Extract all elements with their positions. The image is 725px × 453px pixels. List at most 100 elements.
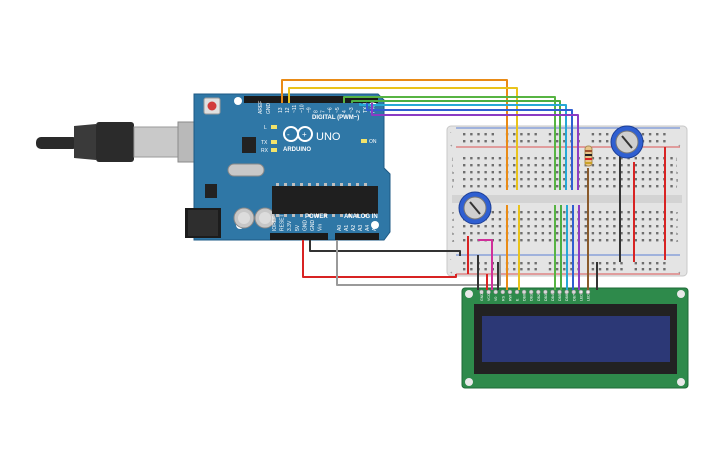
rail-hole[interactable] bbox=[648, 268, 652, 271]
breadboard-hole[interactable] bbox=[570, 211, 573, 214]
rail-hole[interactable] bbox=[548, 133, 552, 136]
breadboard-hole[interactable] bbox=[477, 185, 480, 188]
rail-hole[interactable] bbox=[534, 140, 537, 143]
breadboard-hole[interactable] bbox=[541, 164, 545, 167]
breadboard-hole[interactable] bbox=[570, 232, 573, 235]
lcd-pin[interactable] bbox=[479, 289, 484, 295]
breadboard-hole[interactable] bbox=[563, 171, 566, 174]
breadboard-hole[interactable] bbox=[634, 171, 637, 174]
breadboard-hole[interactable] bbox=[563, 185, 566, 188]
breadboard-hole[interactable] bbox=[634, 232, 637, 235]
lcd-pin[interactable] bbox=[514, 289, 520, 295]
breadboard-hole[interactable] bbox=[555, 232, 559, 235]
wire-gray-a0[interactable] bbox=[336, 240, 501, 286]
breadboard-hole[interactable] bbox=[527, 232, 530, 235]
breadboard-hole[interactable] bbox=[563, 157, 566, 160]
breadboard-hole[interactable] bbox=[606, 218, 609, 221]
breadboard-hole[interactable] bbox=[541, 211, 545, 214]
breadboard-hole[interactable] bbox=[670, 178, 673, 181]
breadboard-hole[interactable] bbox=[627, 211, 630, 214]
breadboard-hole[interactable] bbox=[627, 225, 630, 228]
breadboard-hole[interactable] bbox=[620, 232, 623, 235]
breadboard-hole[interactable] bbox=[563, 211, 566, 214]
breadboard-hole[interactable] bbox=[598, 239, 602, 242]
breadboard-hole[interactable] bbox=[484, 178, 487, 181]
breadboard-hole[interactable] bbox=[491, 232, 494, 235]
lcd-pin[interactable] bbox=[550, 289, 555, 295]
breadboard-hole[interactable] bbox=[627, 185, 630, 188]
rail-hole[interactable] bbox=[663, 140, 666, 143]
breadboard-hole[interactable] bbox=[527, 171, 530, 174]
breadboard-hole[interactable] bbox=[613, 239, 616, 242]
rail-hole[interactable] bbox=[641, 133, 645, 136]
rail-hole[interactable] bbox=[470, 268, 473, 271]
rail-hole[interactable] bbox=[591, 140, 595, 143]
breadboard-hole[interactable] bbox=[656, 225, 659, 228]
breadboard-hole[interactable] bbox=[520, 157, 523, 160]
breadboard-hole[interactable] bbox=[527, 211, 530, 214]
rail-hole[interactable] bbox=[527, 262, 530, 265]
rail-hole[interactable] bbox=[648, 262, 652, 265]
breadboard-hole[interactable] bbox=[541, 239, 545, 242]
breadboard-hole[interactable] bbox=[620, 225, 623, 228]
breadboard-hole[interactable] bbox=[541, 157, 545, 160]
rail-hole[interactable] bbox=[656, 262, 659, 265]
breadboard-hole[interactable] bbox=[584, 239, 587, 242]
breadboard-hole[interactable] bbox=[634, 218, 637, 221]
breadboard-hole[interactable] bbox=[648, 164, 652, 167]
breadboard-hole[interactable] bbox=[470, 239, 473, 242]
breadboard-hole[interactable] bbox=[520, 232, 523, 235]
rail-hole[interactable] bbox=[598, 268, 602, 271]
breadboard-hole[interactable] bbox=[484, 225, 487, 228]
breadboard-hole[interactable] bbox=[591, 185, 595, 188]
breadboard-hole[interactable] bbox=[527, 218, 530, 221]
breadboard-hole[interactable] bbox=[627, 239, 630, 242]
rail-hole[interactable] bbox=[620, 268, 623, 271]
rail-hole[interactable] bbox=[463, 133, 466, 136]
lcd-pin[interactable] bbox=[578, 289, 584, 295]
breadboard-hole[interactable] bbox=[620, 218, 623, 221]
rail-hole[interactable] bbox=[591, 268, 595, 271]
breadboard-hole[interactable] bbox=[606, 157, 609, 160]
breadboard-hole[interactable] bbox=[491, 211, 494, 214]
wire-red-5v[interactable] bbox=[302, 240, 457, 278]
breadboard-hole[interactable] bbox=[598, 171, 602, 174]
breadboard-hole[interactable] bbox=[520, 185, 523, 188]
rail-hole[interactable] bbox=[513, 140, 516, 143]
breadboard-hole[interactable] bbox=[513, 239, 516, 242]
breadboard-hole[interactable] bbox=[627, 178, 630, 181]
breadboard-hole[interactable] bbox=[620, 185, 623, 188]
breadboard-hole[interactable] bbox=[670, 211, 673, 214]
rail-hole[interactable] bbox=[570, 262, 573, 265]
rail-hole[interactable] bbox=[555, 133, 559, 136]
lcd-pin[interactable] bbox=[521, 289, 527, 295]
breadboard-hole[interactable] bbox=[520, 239, 523, 242]
breadboard-hole[interactable] bbox=[648, 178, 652, 181]
breadboard-hole[interactable] bbox=[620, 164, 623, 167]
rail-hole[interactable] bbox=[606, 140, 609, 143]
breadboard-hole[interactable] bbox=[570, 239, 573, 242]
breadboard-hole[interactable] bbox=[513, 164, 516, 167]
breadboard-hole[interactable] bbox=[498, 211, 502, 214]
rail-hole[interactable] bbox=[548, 262, 552, 265]
breadboard-hole[interactable] bbox=[591, 157, 595, 160]
rail-hole[interactable] bbox=[634, 262, 637, 265]
rail-hole[interactable] bbox=[491, 140, 494, 143]
breadboard-hole[interactable] bbox=[634, 185, 637, 188]
breadboard-hole[interactable] bbox=[555, 211, 559, 214]
rail-hole[interactable] bbox=[656, 140, 659, 143]
breadboard-hole[interactable] bbox=[613, 171, 616, 174]
breadboard-hole[interactable] bbox=[534, 211, 537, 214]
breadboard-hole[interactable] bbox=[527, 157, 530, 160]
breadboard-hole[interactable] bbox=[598, 232, 602, 235]
rail-hole[interactable] bbox=[527, 140, 530, 143]
rail-hole[interactable] bbox=[534, 133, 537, 136]
breadboard-hole[interactable] bbox=[534, 232, 537, 235]
breadboard-hole[interactable] bbox=[641, 185, 645, 188]
breadboard-hole[interactable] bbox=[548, 164, 552, 167]
breadboard-hole[interactable] bbox=[534, 164, 537, 167]
rail-hole[interactable] bbox=[548, 140, 552, 143]
breadboard-hole[interactable] bbox=[591, 232, 595, 235]
breadboard-hole[interactable] bbox=[641, 218, 645, 221]
breadboard-hole[interactable] bbox=[513, 171, 516, 174]
